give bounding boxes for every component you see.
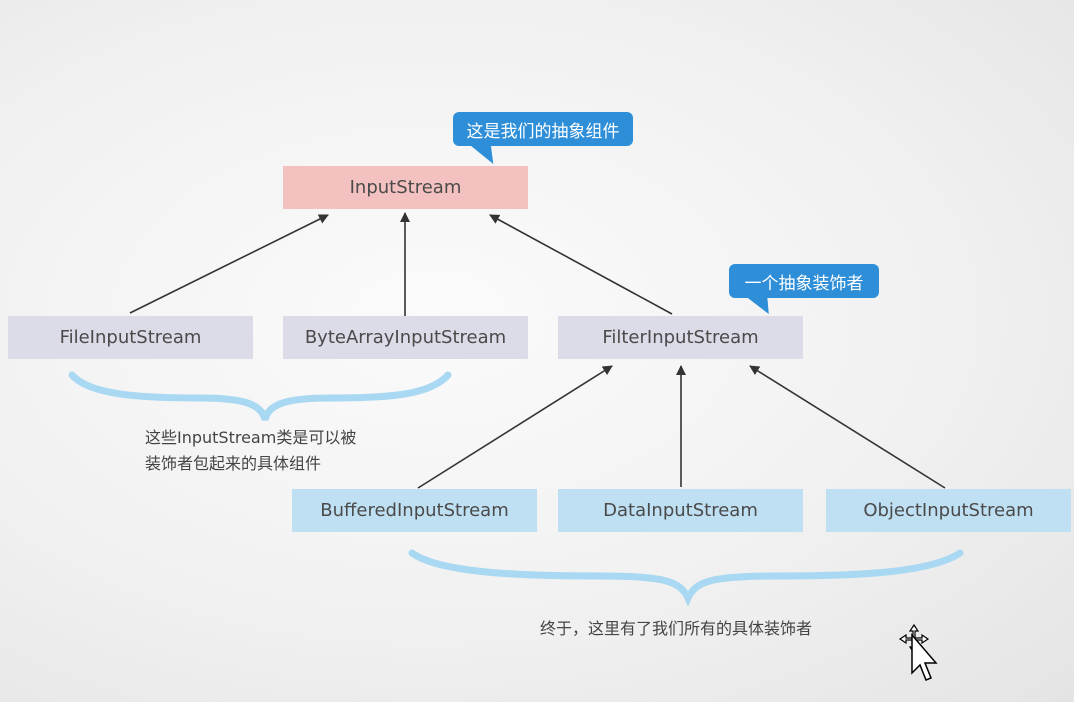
filterinputstream-box: FilterInputStream <box>558 316 803 359</box>
inputstream-box: InputStream <box>283 166 528 209</box>
decorators-note: 终于，这里有了我们所有的具体装饰者 <box>540 619 813 638</box>
bufferedinputstream-box: BufferedInputStream <box>292 489 537 532</box>
components-note-line2: 装饰者包起来的具体组件 <box>145 454 322 473</box>
components-note-line1: 这些InputStream类是可以被 <box>145 428 357 447</box>
arrow-filter-to-inputstream <box>489 214 673 315</box>
move-cursor-icon <box>898 623 938 681</box>
bytearrayinputstream-box: ByteArrayInputStream <box>283 316 528 359</box>
decorators-brace <box>408 549 964 607</box>
arrow-buffered-to-filter <box>417 365 613 489</box>
datainputstream-box: DataInputStream <box>558 489 803 532</box>
components-brace <box>68 371 452 422</box>
objectinputstream-box: ObjectInputStream <box>826 489 1071 532</box>
arrow-object-to-filter <box>749 365 946 489</box>
abstract-component-callout: 这是我们的抽象组件 <box>453 112 633 146</box>
fileinputstream-box: FileInputStream <box>8 316 253 359</box>
arrow-file-to-inputstream <box>129 214 329 314</box>
abstract-decorator-callout: 一个抽象装饰者 <box>729 264 879 298</box>
